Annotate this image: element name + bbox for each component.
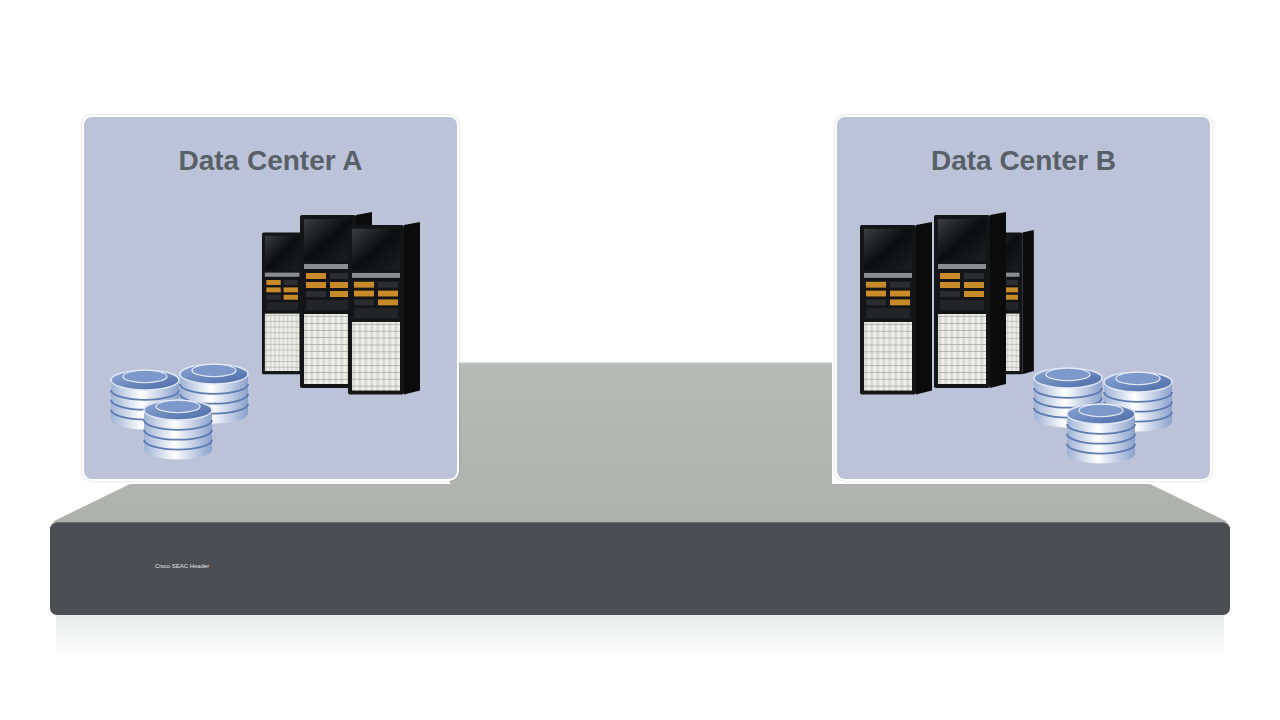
- databases-b: [1034, 368, 1172, 463]
- bar-reflection: [56, 615, 1224, 660]
- device-label: Cisco SEAC Header: [155, 563, 209, 569]
- data-center-panel: Data Center A: [82, 115, 459, 481]
- panel-title: Data Center B: [837, 145, 1210, 177]
- panel-title: Data Center A: [84, 145, 457, 177]
- databases-a: [111, 364, 248, 459]
- header-bar: Cisco SEAC Header: [50, 522, 1230, 615]
- servers-b: [860, 212, 1034, 394]
- platform-edge: [450, 362, 832, 364]
- data-center-panel: Data Center B: [835, 115, 1212, 481]
- servers-a: [262, 212, 420, 394]
